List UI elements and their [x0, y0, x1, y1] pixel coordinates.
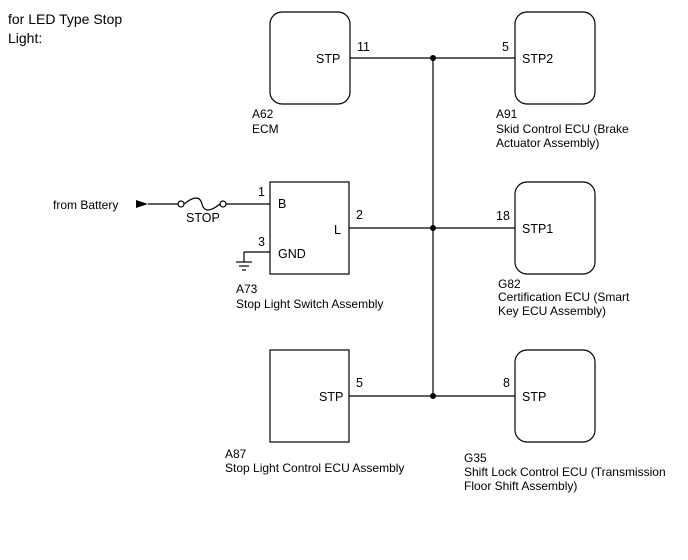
skid-control-box [514, 11, 596, 105]
fuse-icon [177, 197, 227, 211]
shiftlock-code: G35 [464, 451, 487, 465]
shiftlock-terminal: STP [522, 390, 546, 404]
shiftlock-name-line-1: Shift Lock Control ECU (Transmission [464, 465, 666, 479]
ecm-pin: 11 [357, 40, 370, 54]
slc-terminal: STP [319, 390, 343, 404]
stop-light-control-ecu-box [269, 349, 350, 443]
battery-label: from Battery [53, 198, 118, 212]
switch-pin-l: 2 [356, 208, 363, 222]
switch-pin-gnd: 3 [258, 235, 265, 249]
cert-name-line-1: Certification ECU (Smart [498, 290, 630, 304]
shiftlock-name-line-2: Floor Shift Assembly) [464, 479, 577, 493]
cert-code: G82 [498, 277, 521, 291]
ecm-name: ECM [252, 122, 279, 136]
switch-terminal-l: L [334, 223, 341, 237]
switch-terminal-b: B [278, 197, 286, 211]
certification-ecu-box [514, 181, 596, 275]
slc-pin: 5 [356, 376, 363, 390]
ecm-terminal: STP [316, 52, 340, 66]
stop-light-switch-box [269, 181, 350, 275]
junction-dot [430, 225, 436, 231]
skid-name-line-1: Skid Control ECU (Brake [496, 122, 629, 136]
switch-code: A73 [236, 282, 258, 296]
skid-code: A91 [496, 107, 518, 121]
skid-name-line-2: Actuator Assembly) [496, 136, 599, 150]
skid-pin: 5 [502, 40, 509, 54]
switch-pin-b: 1 [258, 185, 265, 199]
ground-icon [236, 261, 252, 271]
slc-name: Stop Light Control ECU Assembly [225, 461, 404, 475]
shiftlock-pin: 8 [503, 376, 510, 390]
arrow-icon [136, 200, 148, 208]
cert-pin: 18 [496, 209, 510, 223]
ecm-code: A62 [252, 107, 274, 121]
slc-code: A87 [225, 447, 247, 461]
junctions [430, 55, 436, 399]
skid-terminal: STP2 [522, 52, 553, 66]
fuse-label: STOP [186, 211, 220, 225]
diagram-title-line-1: for LED Type Stop [8, 11, 122, 27]
cert-terminal: STP1 [522, 222, 553, 236]
switch-terminal-gnd: GND [278, 247, 306, 261]
cert-name-line-2: Key ECU Assembly) [498, 304, 606, 318]
switch-name: Stop Light Switch Assembly [236, 297, 383, 311]
shift-lock-ecu-box [514, 349, 596, 443]
junction-dot [430, 393, 436, 399]
diagram-title-line-2: Light: [8, 30, 42, 46]
junction-dot [430, 55, 436, 61]
ecm-box [269, 11, 351, 105]
